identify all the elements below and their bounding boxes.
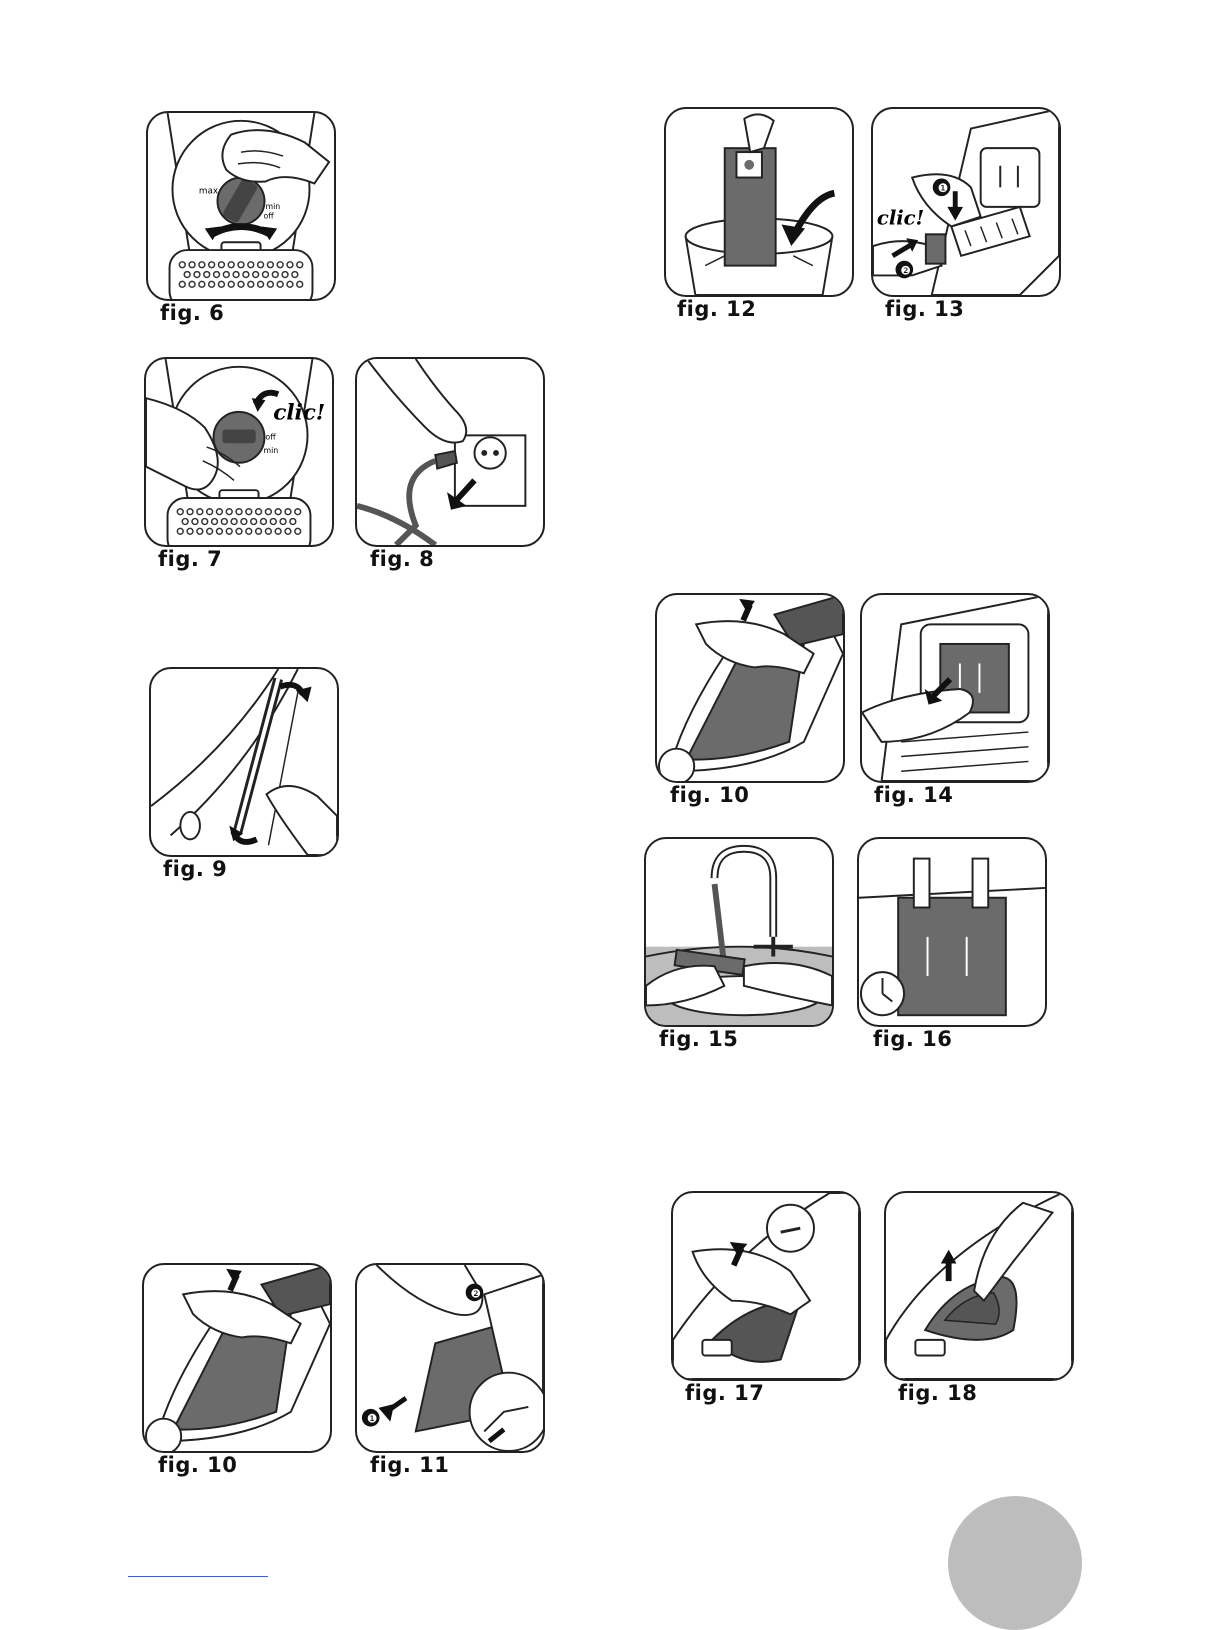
clic-label: clic! xyxy=(273,401,325,426)
caption-fig-11: fig. 11 xyxy=(370,1453,449,1477)
figure-10-illustration-right xyxy=(655,593,845,783)
figure-17-illustration xyxy=(671,1191,861,1381)
caption-fig-8: fig. 8 xyxy=(370,547,434,571)
caption-fig-18: fig. 18 xyxy=(898,1381,977,1405)
figure-9-illustration xyxy=(149,667,339,857)
figure-12-illustration xyxy=(664,107,854,297)
caption-fig-14: fig. 14 xyxy=(874,783,953,807)
dial-label-off: off xyxy=(264,212,275,221)
caption-fig-16: fig. 16 xyxy=(873,1027,952,1051)
step-2-marker: ❷ xyxy=(900,263,911,277)
step-2-marker: ❷ xyxy=(471,1286,482,1300)
caption-fig-12: fig. 12 xyxy=(677,297,756,321)
dial-label-min: min xyxy=(265,202,280,211)
figure-13-illustration: ❶ clic! ❷ xyxy=(871,107,1061,297)
footer-link-underline xyxy=(128,1576,268,1577)
figure-7-illustration: clic! off min xyxy=(144,357,334,547)
caption-fig-15: fig. 15 xyxy=(659,1027,738,1051)
dial-label-min: min xyxy=(263,446,278,455)
figure-14-illustration xyxy=(860,593,1050,783)
clic-label: clic! xyxy=(877,207,924,230)
figure-15-illustration xyxy=(644,837,834,1027)
figure-18-illustration xyxy=(884,1191,1074,1381)
step-1-marker: ❶ xyxy=(938,181,949,195)
figure-8-illustration xyxy=(355,357,545,547)
dial-label-max: max xyxy=(199,186,218,196)
page-number-badge xyxy=(948,1496,1082,1630)
caption-fig-6: fig. 6 xyxy=(160,301,224,325)
caption-fig-10-left: fig. 10 xyxy=(158,1453,237,1477)
step-1-marker: ❶ xyxy=(367,1412,378,1426)
figure-10-illustration-left xyxy=(142,1263,332,1453)
figure-16-illustration xyxy=(857,837,1047,1027)
caption-fig-7: fig. 7 xyxy=(158,547,222,571)
figure-6-illustration: max min off xyxy=(146,111,336,301)
caption-fig-13: fig. 13 xyxy=(885,297,964,321)
caption-fig-10-right: fig. 10 xyxy=(670,783,749,807)
figure-11-illustration: ❷ ❶ xyxy=(355,1263,545,1453)
dial-label-off: off xyxy=(265,432,276,441)
caption-fig-17: fig. 17 xyxy=(685,1381,764,1405)
caption-fig-9: fig. 9 xyxy=(163,857,227,881)
